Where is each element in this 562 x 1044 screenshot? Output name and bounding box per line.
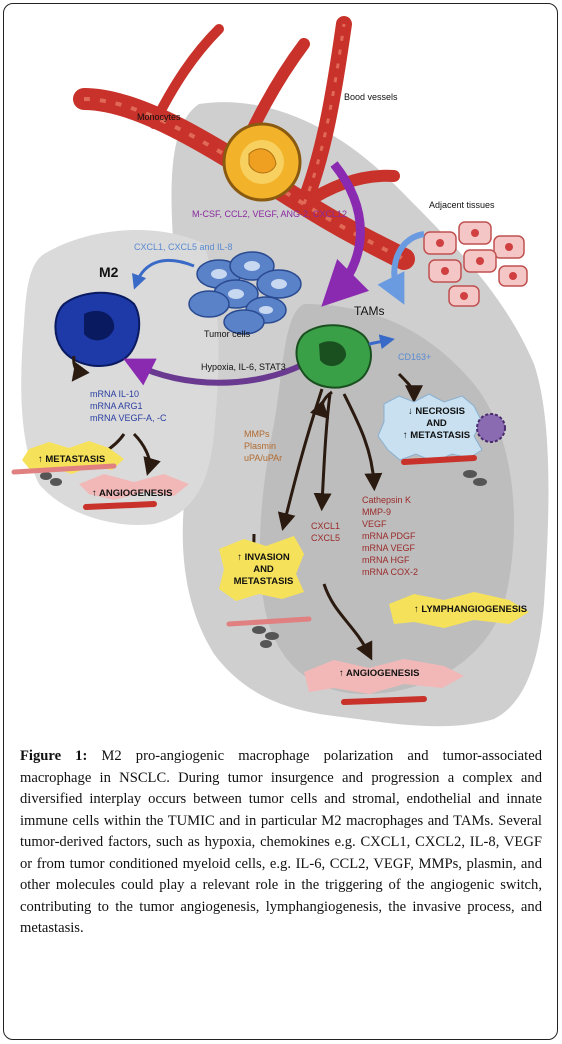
- cxcl-mid-item: CXCL1: [311, 521, 341, 531]
- m2-mrna-item: mRNA IL-10: [90, 389, 140, 399]
- tam-to-cd163-arrow: [368, 334, 395, 350]
- label-cxcl-top: CXCL1, CXCL5 and IL-8: [134, 242, 233, 252]
- cathepsin-item: MMP-9: [362, 507, 391, 517]
- cxcl-mid-list: CXCL1 CXCL5: [311, 520, 340, 544]
- monocyte-cell: [222, 122, 302, 202]
- figure-frame: Monocytes Bood vessels Adjacent tissues …: [3, 3, 558, 1040]
- tumor-to-m2-arrow: [132, 258, 195, 290]
- necrosis-line: AND: [426, 418, 447, 429]
- caption-text: M2 pro-angiogenic macrophage polarizatio…: [20, 748, 542, 936]
- invasion-line: METASTASIS: [233, 576, 294, 587]
- cathepsin-item: mRNA HGF: [362, 555, 410, 565]
- label-cd163: CD163+: [398, 352, 432, 362]
- label-invasion: ↑ INVASION AND METASTASIS: [226, 552, 301, 588]
- small-cells: [40, 470, 487, 648]
- label-angiogenesis-bottom: ↑ ANGIOGENESIS: [339, 668, 420, 679]
- m2-mrna-item: mRNA VEGF-A, -C: [90, 413, 167, 423]
- monocyte-to-tam-arrow: [321, 161, 369, 307]
- angiogenesis-bottom-burst: [304, 659, 464, 694]
- label-metastasis-left: ↑ METASTASIS: [38, 454, 106, 465]
- label-hypoxia: Hypoxia, IL-6, STAT3: [201, 362, 286, 372]
- mmps-item: MMPs: [244, 429, 270, 439]
- angiogenesis-bottom-text: ANGIOGENESIS: [346, 668, 420, 679]
- pink-lines: [11, 463, 312, 627]
- label-necrosis: ↓ NECROSIS AND ↑ METASTASIS: [399, 406, 474, 442]
- cxcl-mid-item: CXCL5: [311, 533, 341, 543]
- tam-to-m2-arrow: [123, 358, 306, 386]
- lymphangiogenesis-text: LYMPHANGIOGENESIS: [421, 604, 528, 615]
- label-angiogenesis-left: ↑ ANGIOGENESIS: [92, 488, 173, 499]
- label-adjacent-tissues: Adjacent tissues: [429, 200, 495, 210]
- cathepsin-item: VEGF: [362, 519, 387, 529]
- adjacent-to-tam-arrow: [377, 231, 425, 305]
- metastasis-left-text: METASTASIS: [45, 454, 106, 465]
- angiogenesis-left-burst: [79, 474, 189, 500]
- diagram-canvas: [11, 16, 549, 727]
- invasion-line: AND: [253, 564, 274, 575]
- label-blood-vessels: Bood vessels: [344, 92, 398, 102]
- caption-label: Figure 1:: [20, 748, 88, 764]
- lymphangiogenesis-burst: [389, 592, 529, 628]
- necrosis-burst: [377, 393, 483, 463]
- label-lymphangiogenesis: ↑ LYMPHANGIOGENESIS: [414, 604, 528, 615]
- angiogenesis-left-text: ANGIOGENESIS: [99, 488, 173, 499]
- necrosis-line: ↑ METASTASIS: [402, 430, 471, 441]
- m2-macrophage: [54, 291, 141, 367]
- invasion-line: ↑ INVASION: [237, 552, 290, 563]
- cathepsin-list: Cathepsin K MMP-9 VEGF mRNA PDGF mRNA VE…: [362, 494, 418, 578]
- necrotic-cell: [476, 413, 506, 443]
- m2-mrna-list: mRNA IL-10 mRNA ARG1 mRNA VEGF-A, -C: [90, 388, 167, 424]
- figure-caption: Figure 1: M2 pro-angiogenic macrophage p…: [20, 746, 542, 940]
- cathepsin-item: mRNA VEGF: [362, 543, 416, 553]
- mmps-list: MMPs Plasmin uPA/uPAr: [244, 428, 282, 464]
- label-monocytes: Monocytes: [137, 112, 181, 122]
- label-tams: TAMs: [354, 304, 385, 318]
- adjacent-tissue-cells: [423, 221, 528, 307]
- cathepsin-item: mRNA COX-2: [362, 567, 419, 577]
- mmps-item: Plasmin: [244, 441, 277, 451]
- tam-cell: [295, 324, 372, 389]
- label-factors-top: M-CSF, CCL2, VEGF, ANG-2, CXCL12: [192, 209, 348, 219]
- cathepsin-item: mRNA PDGF: [362, 531, 416, 541]
- invasion-burst: [219, 536, 304, 601]
- m2-mrna-item: mRNA ARG1: [90, 401, 143, 411]
- label-m2: M2: [99, 264, 119, 280]
- necrosis-line: ↓ NECROSIS: [407, 406, 465, 417]
- label-tumor-cells: Tumor cells: [204, 329, 251, 339]
- mmps-item: uPA/uPAr: [244, 453, 283, 463]
- cathepsin-item: Cathepsin K: [362, 495, 412, 505]
- small-vessels: [83, 455, 477, 705]
